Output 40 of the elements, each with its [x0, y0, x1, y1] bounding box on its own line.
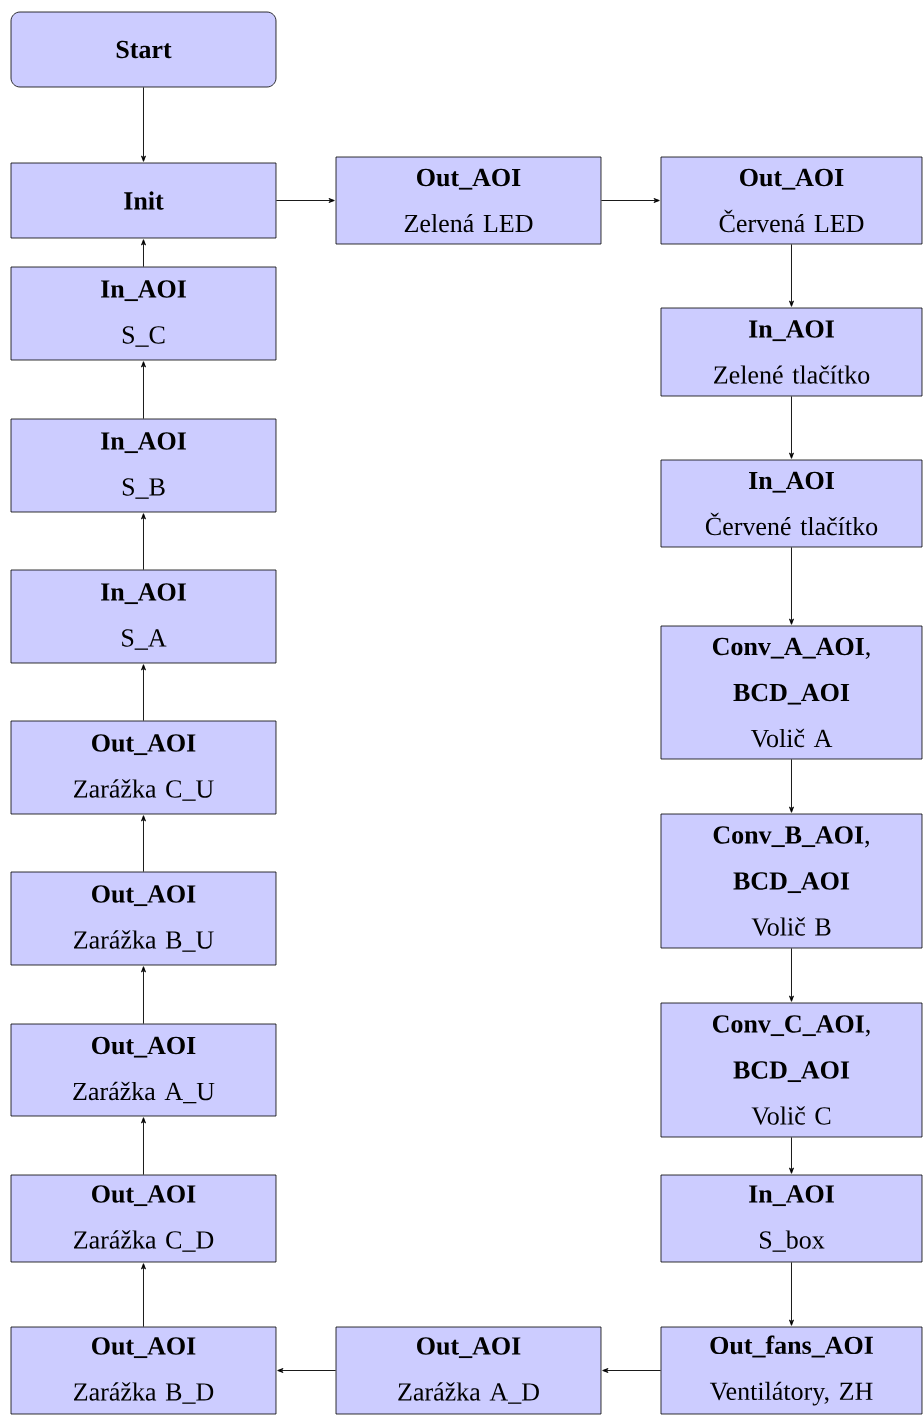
process-box: Out_AOI Zarážka A_U	[10, 1023, 277, 1117]
arrow	[141, 239, 146, 268]
arrow	[141, 513, 146, 571]
arrow	[141, 1263, 146, 1328]
arrow	[141, 361, 146, 420]
process-box: In_AOI S_A	[10, 569, 277, 664]
process-box: Conv_A_AOI, BCD_AOI Volič A	[660, 625, 923, 760]
start-box: Start	[10, 11, 277, 88]
process-box: In_AOI S_box	[660, 1174, 923, 1263]
arrow	[789, 758, 794, 813]
process-box: Out_AOI Zarážka B_U	[10, 871, 277, 966]
arrow	[141, 664, 146, 722]
process-box: Out_fans_AOI Ventilátory, ZH	[660, 1326, 923, 1415]
process-box: Conv_C_AOI, BCD_AOI Volič C	[660, 1002, 923, 1138]
arrow	[141, 1117, 146, 1176]
process-box: Out_AOI Zarážka B_D	[10, 1326, 277, 1415]
arrow	[141, 815, 146, 873]
arrow	[277, 1368, 337, 1373]
process-box: In_AOI S_C	[10, 266, 277, 361]
process-box: Conv_B_AOI, BCD_AOI Volič B	[660, 813, 923, 949]
arrow	[789, 947, 794, 1002]
arrow	[789, 1261, 794, 1326]
process-box: Out_AOI Zarážka C_U	[10, 720, 277, 815]
process-box: Out_AOI Zarážka A_D	[335, 1326, 602, 1415]
process-box: Out_AOI Zarážka C_D	[10, 1174, 277, 1263]
arrow	[602, 1368, 662, 1373]
process-box: In_AOI Červené tlačítko	[660, 459, 923, 548]
arrow	[600, 198, 660, 203]
process-box: Out_AOI Zelená LED	[335, 156, 602, 245]
arrow	[789, 395, 794, 459]
arrow	[275, 198, 335, 203]
arrow	[789, 243, 794, 307]
process-box: In_AOI Zelené tlačítko	[660, 307, 923, 397]
process-box: Out_AOI Červená LED	[660, 156, 923, 245]
arrow	[789, 1136, 794, 1174]
arrow	[141, 966, 146, 1025]
process-box: Init	[10, 162, 277, 239]
arrow	[141, 86, 146, 162]
process-box: In_AOI S_B	[10, 418, 277, 513]
arrow	[789, 546, 794, 625]
